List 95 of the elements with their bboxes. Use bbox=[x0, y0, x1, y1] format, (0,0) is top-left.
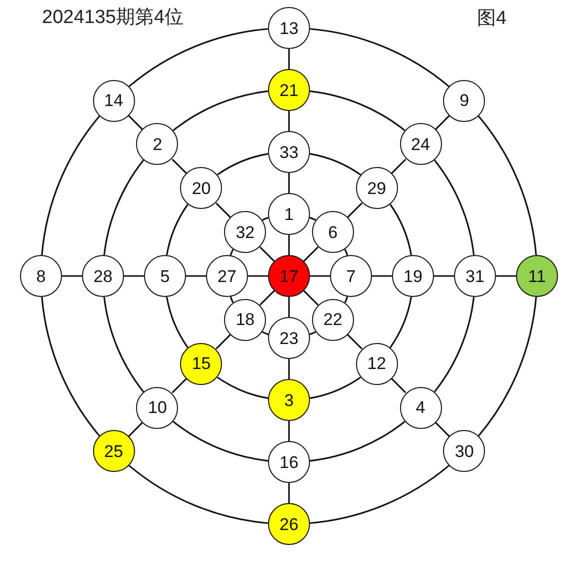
ring-arc bbox=[310, 28, 450, 88]
node-number: 31 bbox=[466, 268, 484, 284]
node-number: 7 bbox=[346, 268, 356, 284]
ring-arc bbox=[41, 116, 100, 256]
spoke-line bbox=[434, 422, 450, 438]
ring-arc bbox=[230, 248, 234, 256]
node-number: 12 bbox=[367, 355, 386, 372]
node-number: 33 bbox=[280, 144, 298, 160]
ring-arc bbox=[390, 296, 412, 348]
spoke-line bbox=[288, 483, 290, 503]
ring-arc bbox=[128, 28, 268, 88]
spoke-line bbox=[62, 275, 82, 277]
ring-arc bbox=[262, 331, 269, 336]
spoke-line bbox=[303, 246, 319, 262]
spoke-line bbox=[128, 422, 144, 438]
ring-arc bbox=[310, 90, 406, 132]
spoke-line bbox=[347, 202, 362, 218]
node-number: 2 bbox=[152, 136, 162, 153]
ring-arc bbox=[216, 153, 268, 176]
spoke-line bbox=[128, 114, 144, 130]
figure-label: 图4 bbox=[477, 7, 507, 31]
node-number: 13 bbox=[280, 20, 298, 36]
node-number: 14 bbox=[104, 92, 124, 110]
spoke-line bbox=[347, 334, 362, 350]
spoke-line bbox=[434, 114, 450, 130]
node-number: 16 bbox=[280, 454, 298, 470]
spoke-line bbox=[288, 421, 290, 441]
ring-arc bbox=[172, 90, 268, 132]
node-number: 4 bbox=[416, 399, 426, 416]
node-number: 27 bbox=[218, 268, 236, 284]
ring-arc bbox=[478, 296, 537, 436]
node-number: 21 bbox=[280, 82, 298, 98]
ring-arc bbox=[216, 376, 268, 399]
spoke-line bbox=[434, 275, 454, 277]
node-number: 22 bbox=[323, 311, 342, 328]
ring-arc bbox=[172, 420, 268, 462]
ring-arc bbox=[310, 376, 362, 399]
spoke-line bbox=[288, 359, 290, 379]
spoke-line bbox=[288, 111, 290, 131]
node-number: 24 bbox=[411, 136, 430, 153]
spoke-line bbox=[124, 275, 144, 277]
spoke-line bbox=[288, 235, 290, 255]
ring-arc bbox=[103, 296, 144, 392]
node-number: 19 bbox=[404, 268, 422, 284]
node-number: 11 bbox=[528, 268, 546, 284]
spoke-line bbox=[216, 334, 231, 350]
node-number: 17 bbox=[280, 268, 298, 284]
node-number: 8 bbox=[36, 268, 46, 284]
node-number: 3 bbox=[284, 392, 294, 408]
spoke-line bbox=[259, 246, 275, 262]
spoke-line bbox=[310, 275, 330, 277]
spoke-line bbox=[372, 275, 392, 277]
spoke-line bbox=[496, 275, 516, 277]
node-number: 5 bbox=[160, 268, 170, 284]
node-number: 1 bbox=[284, 206, 294, 222]
ring-arc bbox=[230, 296, 234, 304]
spoke-line bbox=[216, 202, 231, 218]
spoke-line bbox=[172, 158, 188, 174]
spoke-line bbox=[186, 275, 206, 277]
ring-arc bbox=[390, 204, 412, 256]
ring-arc bbox=[166, 296, 188, 348]
spoke-line bbox=[390, 378, 406, 394]
node-number: 6 bbox=[328, 224, 338, 241]
spoke-line bbox=[288, 49, 290, 69]
ring-arc bbox=[310, 153, 362, 176]
title-text: 2024135期第4位 bbox=[42, 6, 184, 30]
node-number: 23 bbox=[280, 330, 298, 346]
spoke-line bbox=[288, 173, 290, 193]
spoke-line bbox=[288, 297, 290, 317]
ring-arc bbox=[262, 216, 269, 221]
ring-arc bbox=[103, 160, 144, 256]
node-number: 25 bbox=[104, 442, 124, 460]
node-number: 32 bbox=[236, 224, 255, 241]
node-number: 29 bbox=[367, 180, 386, 197]
node-number: 30 bbox=[454, 442, 474, 460]
node-number: 9 bbox=[460, 92, 470, 110]
spoke-line bbox=[172, 378, 188, 394]
spoke-line bbox=[390, 158, 406, 174]
node-number: 20 bbox=[192, 180, 211, 197]
node-number: 18 bbox=[236, 311, 255, 328]
spoke-line bbox=[259, 290, 275, 306]
ring-arc bbox=[41, 296, 100, 436]
ring-arc bbox=[434, 160, 475, 256]
node-number: 15 bbox=[192, 355, 211, 372]
node-number: 10 bbox=[148, 399, 167, 416]
ring-arc bbox=[310, 420, 406, 462]
spoke-line bbox=[248, 275, 268, 277]
spoke-line bbox=[303, 290, 319, 306]
ring-arc bbox=[478, 116, 537, 256]
node-number: 26 bbox=[280, 516, 298, 532]
ring-arc bbox=[310, 464, 450, 524]
ring-arc bbox=[128, 464, 268, 524]
node-number: 28 bbox=[94, 268, 112, 284]
ring-arc bbox=[434, 296, 475, 392]
ring-arc bbox=[166, 204, 188, 256]
